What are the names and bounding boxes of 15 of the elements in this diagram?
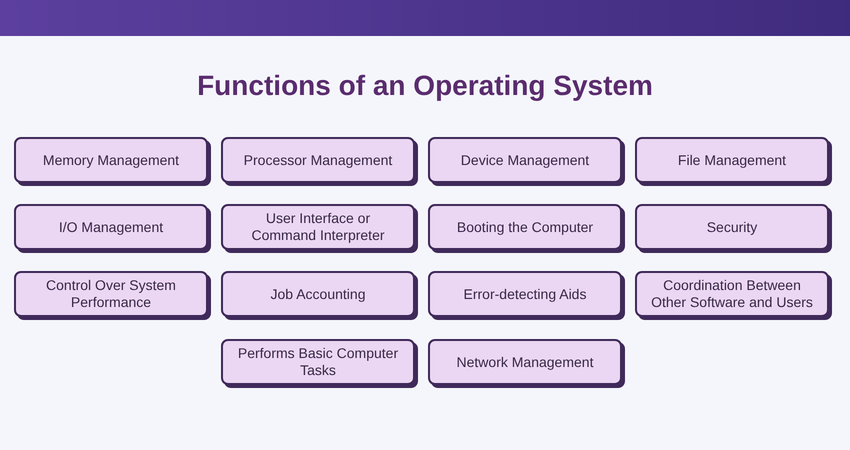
function-box: Job Accounting bbox=[221, 271, 415, 317]
function-box: Processor Management bbox=[221, 137, 415, 183]
diagram-title: Functions of an Operating System bbox=[196, 70, 654, 102]
function-box: Coordination Between Other Software and Users bbox=[635, 271, 829, 317]
function-box: Security bbox=[635, 204, 829, 250]
function-box: Control Over System Performance bbox=[14, 271, 208, 317]
function-box: I/O Management bbox=[14, 204, 208, 250]
function-box: Booting the Computer bbox=[428, 204, 622, 250]
function-box: User Interface or Command Interpreter bbox=[221, 204, 415, 250]
function-box: File Management bbox=[635, 137, 829, 183]
function-box: Performs Basic Computer Tasks bbox=[221, 339, 415, 385]
function-box: Error-detecting Aids bbox=[428, 271, 622, 317]
function-box: Network Management bbox=[428, 339, 622, 385]
function-box: Device Management bbox=[428, 137, 622, 183]
function-box: Memory Management bbox=[14, 137, 208, 183]
